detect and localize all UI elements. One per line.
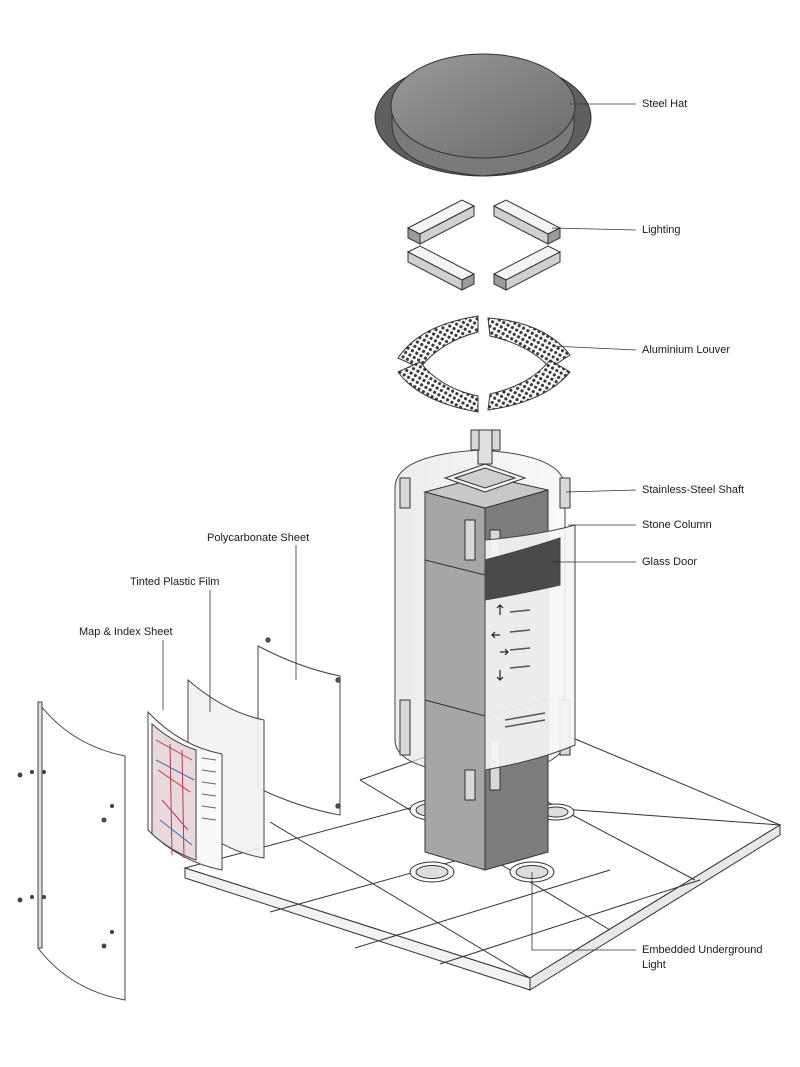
label-glass-door: Glass Door xyxy=(642,556,698,568)
label-tinted-film: Tinted Plastic Film xyxy=(130,576,220,588)
label-map-index-sheet: Map & Index Sheet xyxy=(79,626,173,638)
aluminium-louver xyxy=(397,315,571,413)
sign-arrows xyxy=(491,604,509,681)
leader-lines xyxy=(162,103,637,951)
label-steel-hat: Steel Hat xyxy=(642,98,688,110)
label-stone-column: Stone Column xyxy=(642,519,712,531)
map-lines-blue xyxy=(155,759,195,846)
index-lines xyxy=(201,757,217,821)
floor-tiles xyxy=(183,719,782,991)
lighting-units xyxy=(406,199,562,291)
outer-glass-door xyxy=(17,700,126,1001)
steel-hat xyxy=(374,53,592,177)
sign-text-lines xyxy=(504,609,546,728)
polycarbonate-sheet xyxy=(257,637,341,816)
map-index-sheet xyxy=(147,710,223,871)
map-lines xyxy=(155,739,193,859)
label-underground-light: Embedded Underground Light xyxy=(642,944,763,971)
label-stainless-shaft: Stainless-Steel Shaft xyxy=(642,484,745,496)
glass-door-front xyxy=(484,524,576,771)
label-aluminium-louver: Aluminium Louver xyxy=(642,344,731,356)
label-polycarbonate-sheet: Polycarbonate Sheet xyxy=(207,532,310,544)
label-lighting: Lighting xyxy=(642,224,681,236)
